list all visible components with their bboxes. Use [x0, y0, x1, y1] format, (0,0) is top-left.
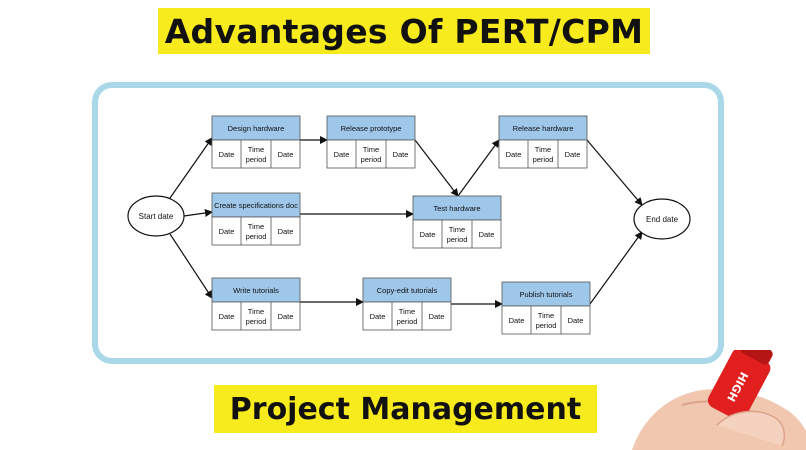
time-period-cell: Time — [399, 307, 415, 316]
time-period-cell-line2: period — [361, 155, 382, 164]
end-date-cell: Date — [278, 312, 294, 321]
task-name: Release hardware — [513, 124, 574, 133]
task-name: Write tutorials — [233, 286, 279, 295]
time-period-cell: Time — [248, 222, 264, 231]
end-date-cell: Date — [565, 150, 581, 159]
start-date-cell: Date — [370, 312, 386, 321]
time-period-cell-line2: period — [447, 235, 468, 244]
task-name: Design hardware — [228, 124, 285, 133]
task-name: Publish tutorials — [520, 290, 573, 299]
time-period-cell-line2: period — [533, 155, 554, 164]
time-period-cell-line2: period — [246, 155, 267, 164]
end-date-cell: Date — [393, 150, 409, 159]
time-period-cell: Time — [363, 145, 379, 154]
time-period-cell: Time — [248, 145, 264, 154]
task-name: Test hardware — [433, 204, 480, 213]
marker-pen: HIGH — [707, 350, 773, 421]
page-title: Advantages Of PERT/CPM — [164, 11, 644, 51]
task-name: Release prototype — [341, 124, 402, 133]
time-period-cell: Time — [538, 311, 554, 320]
subtitle-banner: Project Management — [214, 385, 597, 433]
end-date-cell: Date — [278, 227, 294, 236]
start-date-cell: Date — [509, 316, 525, 325]
end-date-cell: Date — [479, 230, 495, 239]
end-date-cell: Date — [429, 312, 445, 321]
page-subtitle: Project Management — [229, 391, 582, 427]
edge-release_proto-to-test — [414, 139, 459, 197]
edge-start-to-design — [169, 137, 213, 199]
end-node: End date — [633, 198, 691, 240]
task-name: Copy-edit tutorials — [377, 286, 438, 295]
time-period-cell: Time — [535, 145, 551, 154]
task-name: Create specifications doc — [214, 201, 298, 210]
start-date-cell: Date — [420, 230, 436, 239]
time-period-cell-line2: period — [397, 317, 418, 326]
edge-release_hw-to-end — [586, 139, 643, 206]
start-date-cell: Date — [219, 150, 235, 159]
start-date-cell: Date — [219, 227, 235, 236]
title-banner: Advantages Of PERT/CPM — [158, 8, 650, 54]
edge-test-to-release_hw — [457, 139, 500, 197]
time-period-cell: Time — [248, 307, 264, 316]
hand-holding-marker-image: HIGH — [632, 350, 806, 450]
edge-publish-to-end — [589, 231, 643, 305]
time-period-cell: Time — [449, 225, 465, 234]
end-date-cell: Date — [278, 150, 294, 159]
start-date-cell: Date — [219, 312, 235, 321]
start-node-label: Start date — [139, 212, 174, 221]
start-date-cell: Date — [334, 150, 350, 159]
time-period-cell-line2: period — [536, 321, 557, 330]
edge-start-to-specs — [183, 209, 213, 217]
time-period-cell-line2: period — [246, 317, 267, 326]
end-date-cell: Date — [568, 316, 584, 325]
end-node-label: End date — [646, 215, 679, 224]
start-node: Start date — [127, 195, 185, 237]
start-date-cell: Date — [506, 150, 522, 159]
time-period-cell-line2: period — [246, 232, 267, 241]
edge-start-to-write — [169, 233, 213, 299]
